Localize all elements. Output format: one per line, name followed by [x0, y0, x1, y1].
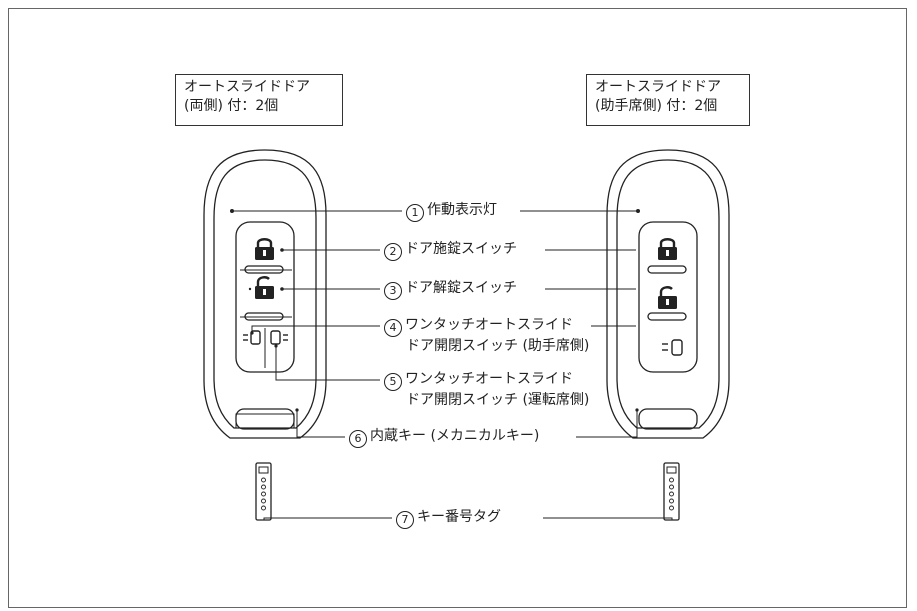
variant-label-both-sides: オートスライドドア (両側) 付：2個 [175, 74, 343, 126]
unlock-icon [658, 286, 677, 309]
callout-number: 2 [384, 243, 402, 261]
callout-number: 7 [396, 511, 414, 529]
key-number-tag-left [255, 462, 272, 521]
callout-label: ドア解錠スイッチ [405, 280, 517, 296]
slide-door-icon [270, 330, 288, 345]
leader-dots [230, 209, 640, 412]
callout-number: 3 [384, 282, 402, 300]
key-fob-left [203, 149, 327, 439]
slide-door-icon [243, 330, 261, 345]
callout-number: 4 [384, 319, 402, 337]
variant-label-passenger-side: オートスライドドア (助手席側) 付：2個 [586, 74, 750, 126]
callout-label: 内蔵キー (メカニカルキー) [370, 428, 540, 444]
callout-label: 作動表示灯 [427, 202, 497, 218]
key-fob-right [606, 149, 730, 439]
callout-label-line2: ドア開閉スイッチ (助手席側) [406, 338, 590, 354]
lock-icon [658, 238, 677, 260]
lock-icon [255, 238, 274, 260]
figure-frame [8, 8, 907, 608]
callout-number: 6 [349, 430, 367, 448]
callout-label: キー番号タグ [417, 509, 501, 525]
callout-label-line1: ワンタッチオートスライド [405, 317, 573, 333]
callout-label-line2: ドア開閉スイッチ (運転席側) [406, 392, 590, 408]
variant-right-line1: オートスライドドア [595, 79, 721, 95]
variant-left-line1: オートスライドドア [184, 79, 310, 95]
unlock-icon [255, 276, 274, 299]
key-number-tag-right [663, 462, 680, 521]
slide-door-icon [662, 339, 683, 356]
callout-number: 5 [384, 373, 402, 391]
callout-label: ドア施錠スイッチ [405, 241, 517, 257]
callout-number: 1 [406, 204, 424, 222]
variant-left-line2: (両側) 付：2個 [184, 98, 279, 114]
callout-label-line1: ワンタッチオートスライド [405, 371, 573, 387]
variant-right-line2: (助手席側) 付：2個 [595, 98, 718, 114]
